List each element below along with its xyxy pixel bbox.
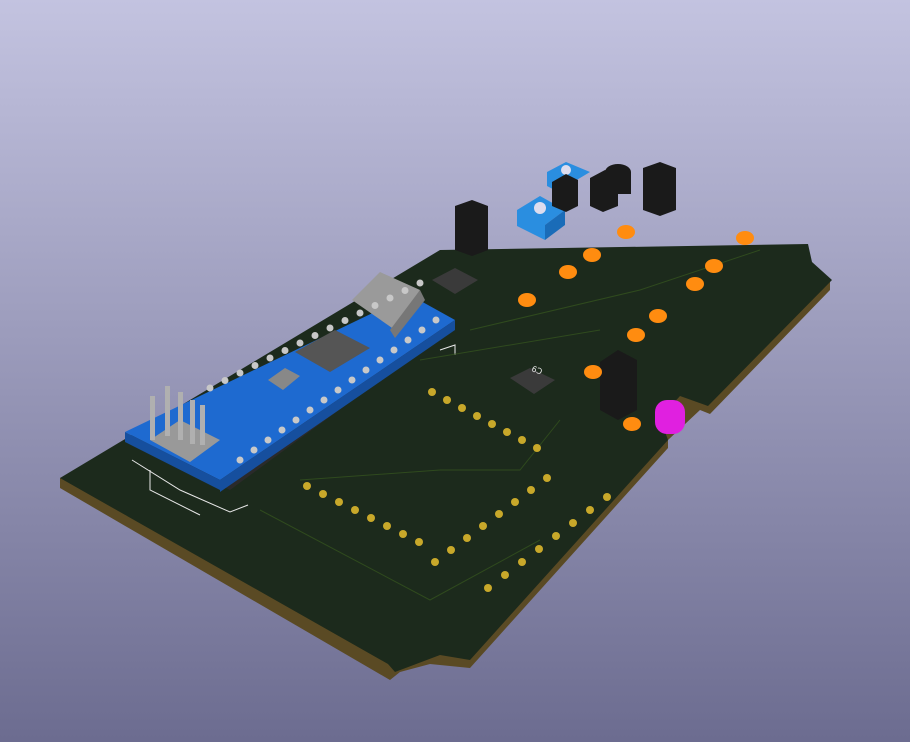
pad	[399, 530, 407, 538]
pad	[463, 534, 471, 542]
pad	[552, 532, 560, 540]
pad	[527, 486, 535, 494]
electrolytic-capacitor	[584, 365, 602, 379]
arduino-pin	[341, 317, 349, 324]
arduino-pins	[206, 279, 440, 464]
pad	[303, 482, 311, 490]
pad	[501, 571, 509, 579]
silkscreen-outlines	[131, 344, 456, 516]
electrolytic-capacitor	[583, 248, 601, 262]
pad	[479, 522, 487, 530]
arduino-pin	[416, 279, 424, 287]
pad	[415, 538, 423, 546]
arduino-pin	[311, 332, 319, 339]
capacitors	[518, 225, 754, 431]
pad	[535, 545, 543, 553]
arduino-pin	[432, 316, 440, 324]
pad	[518, 436, 526, 444]
opamp-ic-2	[510, 368, 555, 394]
pad	[569, 519, 577, 527]
arduino-pin	[404, 336, 412, 344]
through-hole-pads	[303, 388, 611, 592]
arduino-pin	[264, 436, 272, 444]
pad	[319, 490, 327, 498]
silk-label-c9: C9	[531, 364, 544, 376]
pad	[533, 444, 541, 452]
arduino-pin	[401, 287, 409, 294]
atmega-chip	[295, 330, 370, 372]
arduino-pin	[236, 369, 244, 377]
electrolytic-capacitor	[623, 417, 641, 431]
pad	[603, 493, 611, 501]
board-surface	[60, 244, 832, 672]
pad	[484, 584, 492, 592]
arduino-pin	[418, 326, 426, 334]
pad	[367, 514, 375, 522]
arduino-pin	[334, 386, 342, 394]
pad	[488, 420, 496, 428]
arduino-pin	[250, 446, 258, 454]
reset-button	[268, 368, 300, 390]
arduino-pin	[362, 366, 370, 374]
pad	[428, 388, 436, 396]
arduino-pin	[206, 384, 214, 392]
arduino-pin	[390, 346, 398, 354]
arduino-pin	[356, 309, 364, 317]
pad	[586, 506, 594, 514]
arduino-pin	[251, 362, 259, 369]
arduino-pin	[281, 347, 289, 354]
pad	[473, 412, 481, 420]
opamp-ic-1	[432, 268, 478, 294]
arduino-pin	[296, 339, 304, 347]
pad	[511, 498, 519, 506]
electrolytic-capacitor	[627, 328, 645, 342]
pad	[518, 558, 526, 566]
pad	[443, 396, 451, 404]
electrolytic-capacitor	[686, 277, 704, 291]
pad	[458, 404, 466, 412]
arduino-pin	[376, 356, 384, 364]
electrolytic-capacitor	[617, 225, 635, 239]
electrolytic-capacitor	[518, 293, 536, 307]
pin-headers	[455, 162, 676, 420]
arduino-pin	[386, 294, 394, 302]
led	[655, 400, 685, 434]
arduino-pin	[348, 376, 356, 384]
arduino-pin	[221, 377, 229, 384]
electrolytic-capacitor	[736, 231, 754, 245]
pad	[383, 522, 391, 530]
pcb-board	[60, 244, 832, 680]
arduino-pin	[278, 426, 286, 434]
arduino-pin	[320, 396, 328, 404]
arduino-pin	[236, 456, 244, 464]
pad	[503, 428, 511, 436]
electrolytic-capacitor	[649, 309, 667, 323]
pad	[351, 506, 359, 514]
arduino-pin	[266, 354, 274, 362]
arduino-pin	[326, 324, 334, 332]
pad	[431, 558, 439, 566]
arduino-nano-module	[125, 272, 455, 492]
arduino-pin	[306, 406, 314, 414]
electrolytic-capacitor	[559, 265, 577, 279]
arduino-pin	[292, 416, 300, 424]
pad	[447, 546, 455, 554]
pad	[495, 510, 503, 518]
pad	[543, 474, 551, 482]
arduino-pin	[371, 302, 379, 309]
pad	[335, 498, 343, 506]
electrolytic-capacitor	[705, 259, 723, 273]
